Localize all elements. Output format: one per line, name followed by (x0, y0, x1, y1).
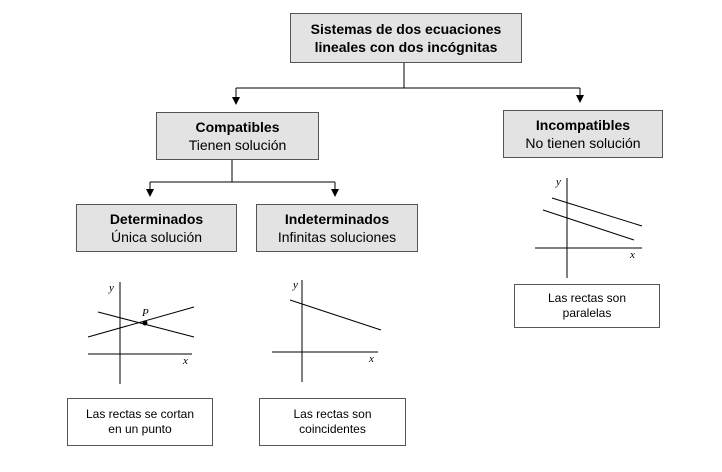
axis-label-x-determinados: x (182, 355, 188, 367)
caption-indeterminados: Las rectas son coincidentes (259, 398, 406, 446)
caption-determinados-line2: en un punto (108, 422, 172, 436)
graph-incompatibles (535, 178, 643, 278)
caption-determinados-line1: Las rectas se cortan (85, 407, 195, 421)
line-a (87, 306, 195, 338)
graph-indeterminados (272, 280, 382, 382)
determinados-subtitle: Única solución (110, 229, 203, 245)
axis-label-y-incompatibles: y (555, 176, 561, 188)
caption-indeterminados-line1: Las rectas son (293, 407, 372, 421)
axis-label-y-determinados: y (108, 282, 114, 294)
axis-label-x-indeterminados: x (368, 353, 374, 365)
axis-label-y-indeterminados: y (292, 279, 298, 291)
caption-determinados: Las rectas se cortan en un punto (67, 398, 213, 446)
root-title-line1: Sistemas de dos ecuaciones (310, 21, 502, 37)
root-box: Sistemas de dos ecuaciones lineales con … (290, 13, 522, 63)
determinados-title: Determinados (109, 211, 204, 227)
compatibles-box: Compatibles Tienen solución (156, 112, 319, 160)
caption-incompatibles-line2: paralelas (562, 306, 612, 320)
caption-incompatibles-line1: Las rectas son (547, 291, 627, 305)
caption-indeterminados-line2: coincidentes (299, 422, 366, 436)
incompatibles-box: Incompatibles No tienen solución (503, 110, 663, 158)
incompatibles-title: Incompatibles (535, 117, 631, 133)
parallel-line-b (542, 209, 635, 241)
parallel-line-a (551, 197, 643, 227)
axis-label-x-incompatibles: x (629, 249, 635, 261)
graph-determinados (87, 282, 195, 384)
point-label-p: P (141, 307, 149, 319)
indeterminados-box: Indeterminados Infinitas soluciones (256, 204, 418, 252)
connector-root (232, 63, 584, 105)
root-title-line2: lineales con dos incógnitas (314, 39, 498, 55)
indeterminados-subtitle: Infinitas soluciones (277, 229, 397, 245)
compatibles-title: Compatibles (195, 119, 280, 135)
incompatibles-subtitle: No tienen solución (525, 135, 641, 151)
intersection-point (142, 320, 148, 326)
coincident-line (289, 299, 382, 331)
indeterminados-title: Indeterminados (284, 211, 390, 227)
caption-incompatibles: Las rectas son paralelas (514, 284, 660, 328)
compatibles-subtitle: Tienen solución (188, 137, 287, 153)
connector-compatibles (146, 160, 339, 197)
determinados-box: Determinados Única solución (76, 204, 237, 252)
